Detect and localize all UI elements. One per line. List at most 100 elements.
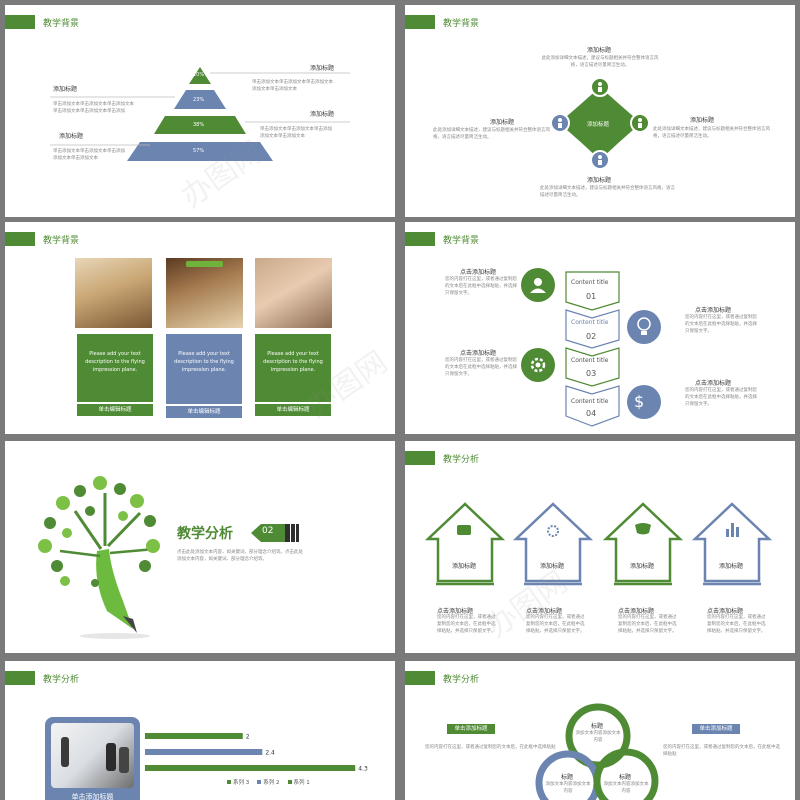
title-right: 添加标题 xyxy=(690,117,715,124)
pyramid-label-4: 57% xyxy=(193,148,205,154)
text-box-1[interactable]: Please add your text description to the … xyxy=(77,334,153,402)
center-diamond xyxy=(559,87,641,160)
step-shape-1 xyxy=(565,271,620,311)
chat-icon xyxy=(457,525,471,535)
box-label-2[interactable]: 单击编辑标题 xyxy=(166,406,242,418)
col-desc-1: 您的内容打在这里，或者通过复制您的文本后，在此框中选择粘贴，并选择只保留文字。 xyxy=(437,615,496,634)
lightbulb-icon xyxy=(627,310,661,344)
slide-header: 教学分析 xyxy=(405,451,479,465)
side-title-3: 点击添加标题 xyxy=(695,307,732,314)
slide-5[interactable]: 教学分析 02 点击此处添加文本内容，如关键词、部分理念介绍等。点击此处添加文本… xyxy=(5,441,395,653)
left-desc: 您的内容打在这里，或者通过复制您的文本后，在此框中选择粘贴 xyxy=(425,745,556,750)
box-text: Please add your text description to the … xyxy=(263,351,323,373)
slide-3[interactable]: 教学背景 Please add your text description to… xyxy=(5,222,395,434)
side-title-2: 点击添加标题 xyxy=(460,350,497,357)
title-top: 添加标题 xyxy=(587,47,612,54)
pencil-body xyxy=(96,549,133,629)
desc-left-1: 单击添加文本单击添加文本单击添加文本单击添加文本单击添加文本单击添加 xyxy=(53,102,134,114)
box-label-1[interactable]: 单击编辑标题 xyxy=(77,404,153,416)
left-tag[interactable]: 单击添加标题 xyxy=(447,724,495,734)
arrow-1 xyxy=(424,502,506,583)
desc-right-2: 单击添加文本单击添加文本单击添加添加文本单击添加文本 xyxy=(260,127,332,139)
side-desc-4: 您的内容打在这里，或者通过复制您的文本后在此框中选择粘贴，并选择只保留文字。 xyxy=(685,388,757,407)
pyramid-label-1: 10% xyxy=(193,72,205,78)
step-title-1: Content title xyxy=(571,279,609,286)
photo-caption: 单击添加标题 xyxy=(71,793,114,800)
circle-desc-bl: 添加文本内容添加文本内容 xyxy=(545,782,591,794)
bar-3 xyxy=(145,765,356,771)
side-desc-2: 您的内容打在这里，或者通过复制您的文本后在此框中选择粘贴，并选择只保留文字。 xyxy=(445,358,517,377)
col-desc-3: 您的内容打在这里，或者通过复制您的文本后，在此框中选择粘贴，并选择只保留文字。 xyxy=(618,615,677,634)
dollar-glyph: $ xyxy=(634,392,645,411)
arrow-label-2: 添加标题 xyxy=(540,563,565,570)
slide-header: 教学背景 xyxy=(5,15,79,29)
section-number-badge xyxy=(251,524,299,542)
step-num-1: 01 xyxy=(586,292,597,301)
arrow-2 xyxy=(512,502,594,583)
desc-top: 此处添加详细文本描述，建议与标题相关并符合整体语言风格，语言描述尽量简洁生动。 xyxy=(541,56,659,68)
arrows-diagram xyxy=(424,502,773,586)
step-title-2: Content title xyxy=(571,319,609,326)
desc-bottom: 此处添加详细文本描述，建议与标题相关并符合整体语言风格，语言描述尽量简洁生动。 xyxy=(540,186,675,198)
dollar-icon xyxy=(627,385,661,419)
circle-desc-top: 添加文本内容添加文本内容 xyxy=(575,731,621,743)
legend-item-1: 系列 1 xyxy=(287,778,310,786)
slide-2[interactable]: 教学背景 添加标题 添加标题 此处添加详细文本描述，建议与标题相关并符合整体语言… xyxy=(405,5,795,217)
header-label: 教学背景 xyxy=(43,18,80,29)
title-right-2: 添加标题 xyxy=(310,111,335,118)
step-num-2: 02 xyxy=(586,332,597,341)
photo-hand-writing xyxy=(255,258,332,328)
slide-4[interactable]: 教学背景 $ Content title 01 Content title 02… xyxy=(405,222,795,434)
title-left-2: 添加标题 xyxy=(59,133,84,140)
bar-chart-icon xyxy=(726,523,739,537)
col-desc-2: 您的内容打在这里，或者通过复制您的文本后，在此框中选择粘贴，并选择只保留文字。 xyxy=(526,615,585,634)
col-title-1: 点击添加标题 xyxy=(437,608,474,615)
step-shape-2 xyxy=(565,309,620,349)
photo-meeting xyxy=(51,723,134,788)
pyramid-label-3: 38% xyxy=(193,122,205,128)
circle-title-bl: 标题 xyxy=(561,774,574,781)
desc-left-2: 单击添加文本单击添加文本单击添加添加文本单击添加文本 xyxy=(53,149,125,161)
title-left: 添加标题 xyxy=(490,119,515,126)
bar-chart: 2 2.4 4.3 xyxy=(145,733,368,773)
col-title-3: 点击添加标题 xyxy=(618,608,655,615)
chart-legend: 系列 3 系列 2 系列 1 xyxy=(227,778,310,786)
step-num-4: 04 xyxy=(586,409,597,418)
desc-left: 此处添加详细文本描述，建议与标题相关并符合整体语言风格，语言描述尽量简洁生动。 xyxy=(433,128,550,140)
slide-8[interactable]: 教学分析 单击添加标题 单击添加标题 您的内容打在这里，或者通过复制您的文本后，… xyxy=(405,661,795,800)
right-desc: 您的内容打在这里，或者通过复制您的文本后，在此框中选择粘贴 xyxy=(663,745,780,757)
bar-value-label-3: 4.3 xyxy=(358,766,368,773)
photo-book-glasses xyxy=(166,258,243,328)
section-desc: 点击此处添加文本内容，如关键词、部分理念介绍等。点击此处添加文本内容，如关键词、… xyxy=(177,550,303,562)
title-right-1: 添加标题 xyxy=(310,65,335,72)
text-box-2[interactable]: Please add your text description to the … xyxy=(166,334,242,404)
pyramid-level-1 xyxy=(189,67,211,84)
section-title: 教学分析 xyxy=(177,526,233,542)
legend-item-3: 系列 3 xyxy=(227,778,249,786)
step-num-3: 03 xyxy=(586,369,597,378)
pyramid-level-2 xyxy=(174,90,226,109)
text-box-3[interactable]: Please add your text description to the … xyxy=(255,334,331,402)
side-desc-1: 您的内容打在这里，或者通过复制您的文本后在此框中选择粘贴，并选择只保留文字。 xyxy=(445,277,517,296)
bar-value-label-2: 2.4 xyxy=(265,750,275,757)
slide-header: 教学背景 xyxy=(405,232,479,246)
center-title: 添加标题 xyxy=(587,122,610,128)
header-label: 教学分析 xyxy=(443,674,480,685)
bar-value-label-1: 2 xyxy=(246,734,250,741)
slide-header: 教学背景 xyxy=(405,15,479,29)
bar-2 xyxy=(145,749,263,755)
slide-6[interactable]: 教学分析 添加标题 添加标题 添加标题 添加标题 点击添加标题 您的内容打在这里… xyxy=(405,441,795,653)
right-tag[interactable]: 单击添加标题 xyxy=(692,724,740,734)
gear-icon xyxy=(547,525,559,537)
side-desc-3: 您的内容打在这里，或者通过复制您的文本后在此框中选择粘贴，并选择只保留文字。 xyxy=(685,315,757,334)
col-title-2: 点击添加标题 xyxy=(526,608,563,615)
desc-right: 此处添加详细文本描述，建议与标题相关并符合整体语言风格，语言描述尽量简洁生动。 xyxy=(653,127,770,139)
box-label-3[interactable]: 单击编辑标题 xyxy=(255,404,331,416)
col-desc-4: 您的内容打在这里，或者通过复制您的文本后，在此框中选择粘贴，并选择只保留文字。 xyxy=(707,615,766,634)
title-bottom: 添加标题 xyxy=(587,177,612,184)
steps-diagram xyxy=(521,268,661,427)
slide-header: 教学分析 xyxy=(405,671,479,685)
arrow-label-4: 添加标题 xyxy=(719,563,744,570)
slide-1[interactable]: 教学背景 10% 23% 38% 57% 添加标题 单击添加文本单击添加文本单击… xyxy=(5,5,395,217)
